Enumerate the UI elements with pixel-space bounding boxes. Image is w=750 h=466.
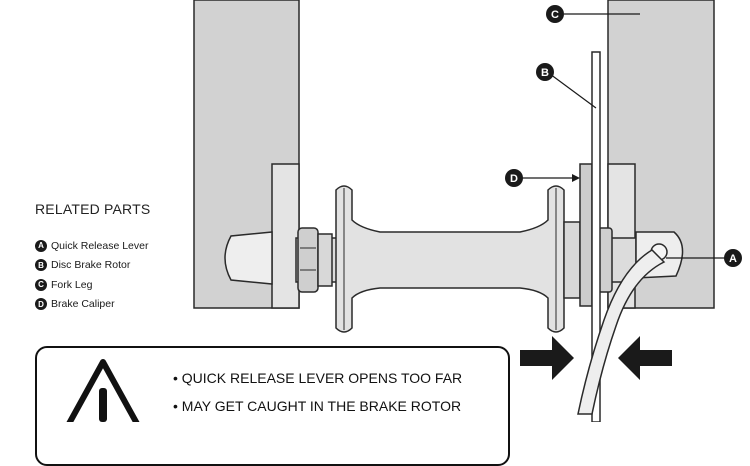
related-parts-legend: A Quick Release Lever B Disc Brake Rotor… [35,236,148,314]
disc-rotor [591,51,601,422]
callout-b-label: B [541,67,549,79]
leader-b [549,73,597,109]
warning-exclamation-icon [99,388,107,422]
hub-diagram: C B D A [66,0,742,422]
locknut-left-2 [317,233,333,287]
hub-body [335,185,565,333]
skewer-nut [224,231,273,285]
callout-c-label: C [551,9,559,21]
rotor-mount [563,221,581,299]
legend-item-d: D Brake Caliper [35,295,148,315]
legend-label-b: Disc Brake Rotor [51,259,131,272]
legend-badge-a: A [35,239,47,252]
warning-line-2: • MAY GET CAUGHT IN THE BRAKE ROTOR [173,398,462,414]
warning-line-1: • QUICK RELEASE LEVER OPENS TOO FAR [173,370,463,386]
legend-item-a: A Quick Release Lever [35,236,148,256]
legend-item-b: B Disc Brake Rotor [35,256,148,276]
legend-badge-c: C [35,278,47,291]
legend-label-d: Brake Caliper [51,298,115,311]
callout-c: C [546,5,564,23]
legend-badge-b: B [35,259,47,272]
callout-d: D [505,169,523,187]
callout-a: A [724,249,742,267]
related-parts-title: RELATED PARTS [35,201,151,217]
squeeze-arrow-left [520,336,574,380]
squeeze-arrow-right [618,336,672,380]
leader-d-arrowhead [572,174,580,182]
legend-label-c: Fork Leg [51,278,93,291]
callout-a-label: A [729,253,737,265]
callout-d-label: D [510,173,518,185]
legend-label-a: Quick Release Lever [51,239,149,252]
left-dropout [271,163,300,309]
legend-badge-d: D [35,298,47,311]
callout-b: B [536,63,554,81]
quick-release-lever [577,249,666,415]
brake-caliper [579,163,593,307]
locknut-left [297,227,319,293]
legend-item-c: C Fork Leg [35,275,148,295]
